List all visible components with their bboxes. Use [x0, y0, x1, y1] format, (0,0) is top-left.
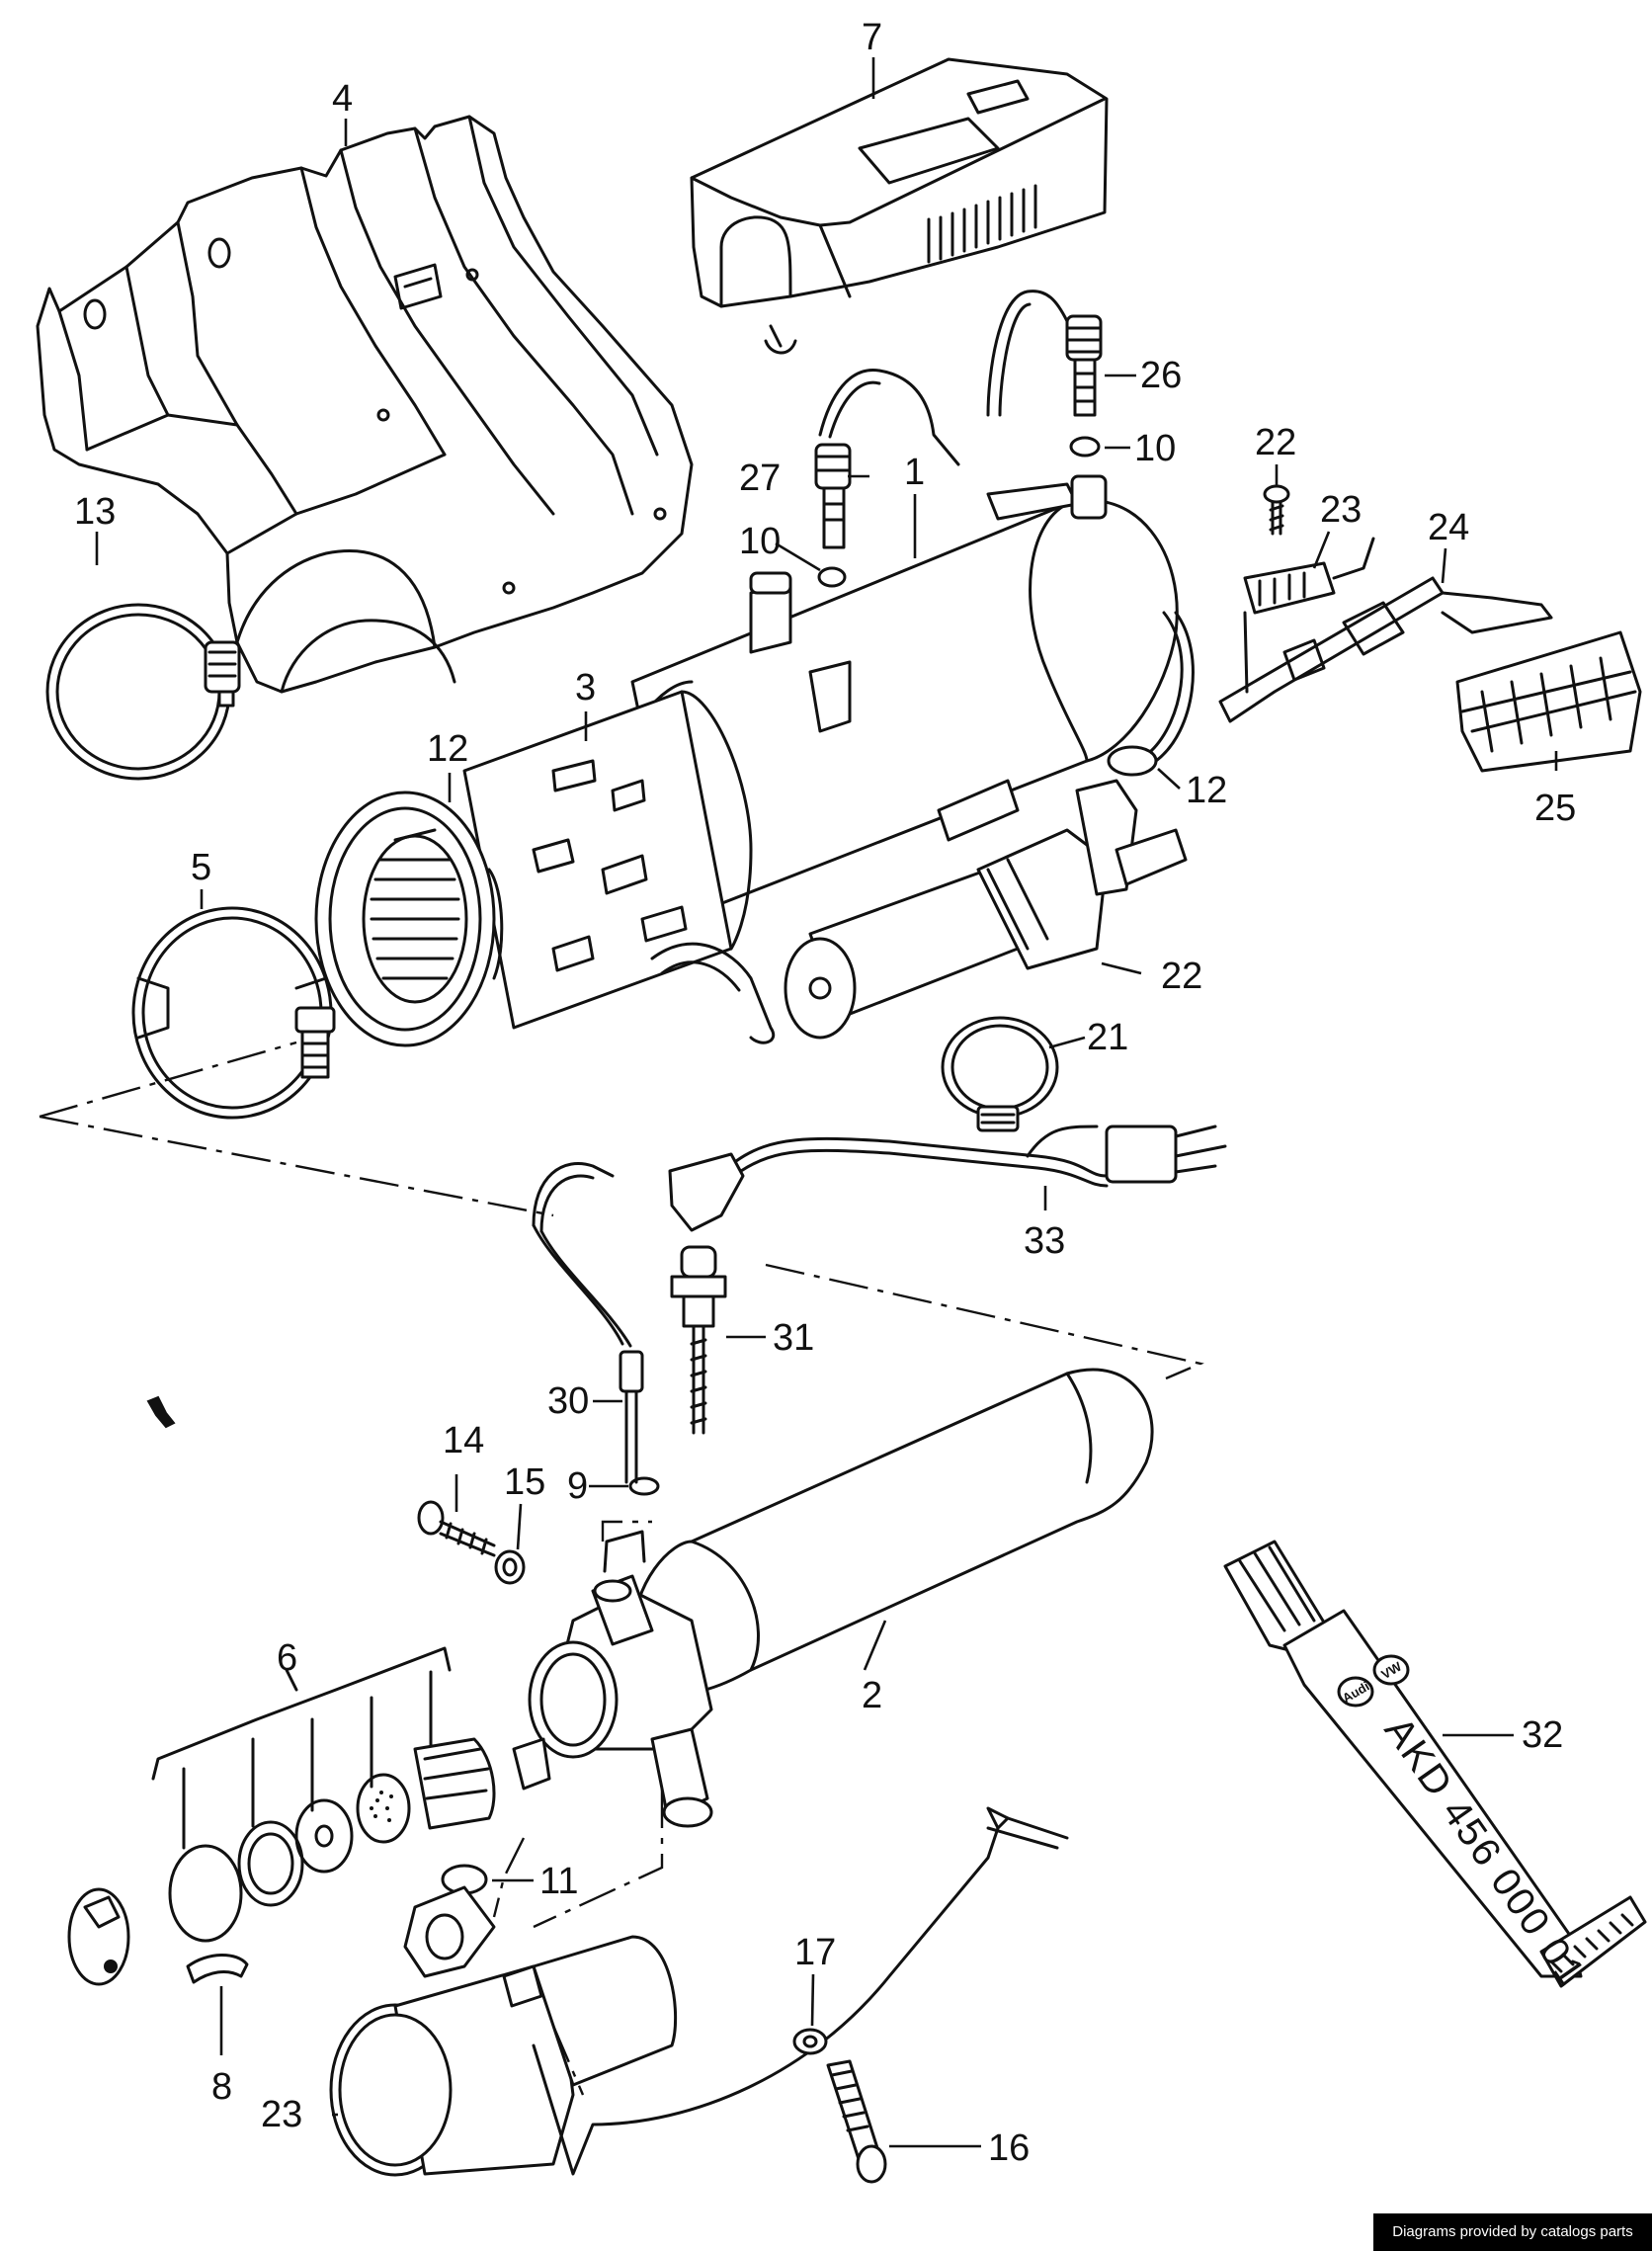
- circulating-pump-part-22: [650, 779, 1188, 1044]
- burner-flange-part-13: [314, 791, 504, 1047]
- sensor-part-29: [814, 368, 960, 549]
- hose-clamp-part-14: [45, 603, 241, 781]
- callout-22: 22: [1161, 956, 1202, 997]
- sealant-tube-part-32: Audi VW AKD 456 000 01: [1223, 1540, 1647, 1995]
- stray-mark: [146, 1395, 176, 1429]
- sensor-part-28: [986, 290, 1103, 417]
- callout-10-upper: 10: [1134, 428, 1176, 469]
- band-clamp-part-5: [131, 906, 336, 1120]
- callout-12: 12: [1186, 770, 1227, 811]
- cable-part-33: [668, 1125, 1227, 1232]
- sensor-part-30: [532, 1162, 644, 1484]
- callout-5: 5: [191, 847, 211, 888]
- callout-2: 2: [862, 1675, 882, 1716]
- resistor-part-25: [1243, 537, 1375, 615]
- screw-part-24: [1263, 484, 1290, 536]
- callout-7: 7: [862, 17, 882, 58]
- callout-24: 22: [1255, 422, 1296, 463]
- hose-clamp-part-21: [941, 1016, 1059, 1132]
- washer-part-18: [792, 2028, 828, 2055]
- callout-30: 30: [547, 1380, 589, 1422]
- callout-31: 31: [773, 1317, 814, 1359]
- washer-part-16: [494, 1549, 526, 1585]
- seal-ring-part-10-upper: [1069, 436, 1101, 458]
- callout-11: 11: [539, 1861, 578, 1902]
- relay-connector-part-27: [1455, 630, 1642, 773]
- seal-ring-part-9: [628, 1476, 660, 1496]
- combustion-tube-part-3: [462, 690, 753, 1030]
- callout-21: 21: [1087, 1017, 1128, 1058]
- callout-10-lower: 10: [739, 521, 781, 562]
- callout-25: 23: [1320, 489, 1362, 531]
- callout-23: 23: [261, 2094, 302, 2135]
- callout-6: 6: [277, 1637, 297, 1679]
- credit-banner: Diagrams provided by catalogs parts: [1373, 2213, 1652, 2251]
- seal-ring-part-10-lower: [817, 566, 847, 588]
- o-ring-part-12: [1107, 745, 1158, 777]
- sensor-part-31: [670, 1245, 727, 1435]
- leader-lines: [95, 57, 1558, 2148]
- callout-33: 33: [1024, 1220, 1065, 1262]
- callout-1: 1: [904, 452, 925, 493]
- callout-9: 9: [567, 1465, 588, 1507]
- callout-17: 16: [988, 2127, 1030, 2169]
- heat-shield-part-4: [36, 115, 694, 694]
- callout-16: 15: [504, 1461, 545, 1503]
- callout-4: 4: [332, 78, 353, 120]
- heat-exchanger-part-2: [512, 1368, 1154, 1828]
- callout-27: 25: [1534, 788, 1576, 829]
- bolt-part-17: [826, 2059, 887, 2184]
- callout-8: 8: [211, 2066, 232, 2108]
- callout-labels: 7 4 13 26 10 22 23 24 27 1 10 3 12 12 5 …: [74, 17, 1576, 2169]
- blower-part-23: [329, 1806, 1069, 2177]
- callout-14: 13: [74, 491, 116, 533]
- callout-29: 27: [739, 458, 781, 499]
- bracket-part-26: [1218, 576, 1553, 723]
- callout-28: 26: [1140, 355, 1182, 396]
- assembly-center-lines: [39, 1041, 1204, 2096]
- callout-32: 32: [1522, 1714, 1563, 1756]
- cover-part-7: [690, 57, 1109, 355]
- callout-26: 24: [1428, 507, 1469, 548]
- clip-part-8: [67, 1887, 249, 1986]
- filter-set-part-6: [151, 1646, 496, 1943]
- callout-18: 17: [794, 1932, 836, 1973]
- callout-3: 3: [575, 667, 596, 709]
- callout-13: 12: [427, 728, 468, 770]
- callout-15: 14: [443, 1420, 484, 1461]
- screw-part-15: [417, 1500, 496, 1557]
